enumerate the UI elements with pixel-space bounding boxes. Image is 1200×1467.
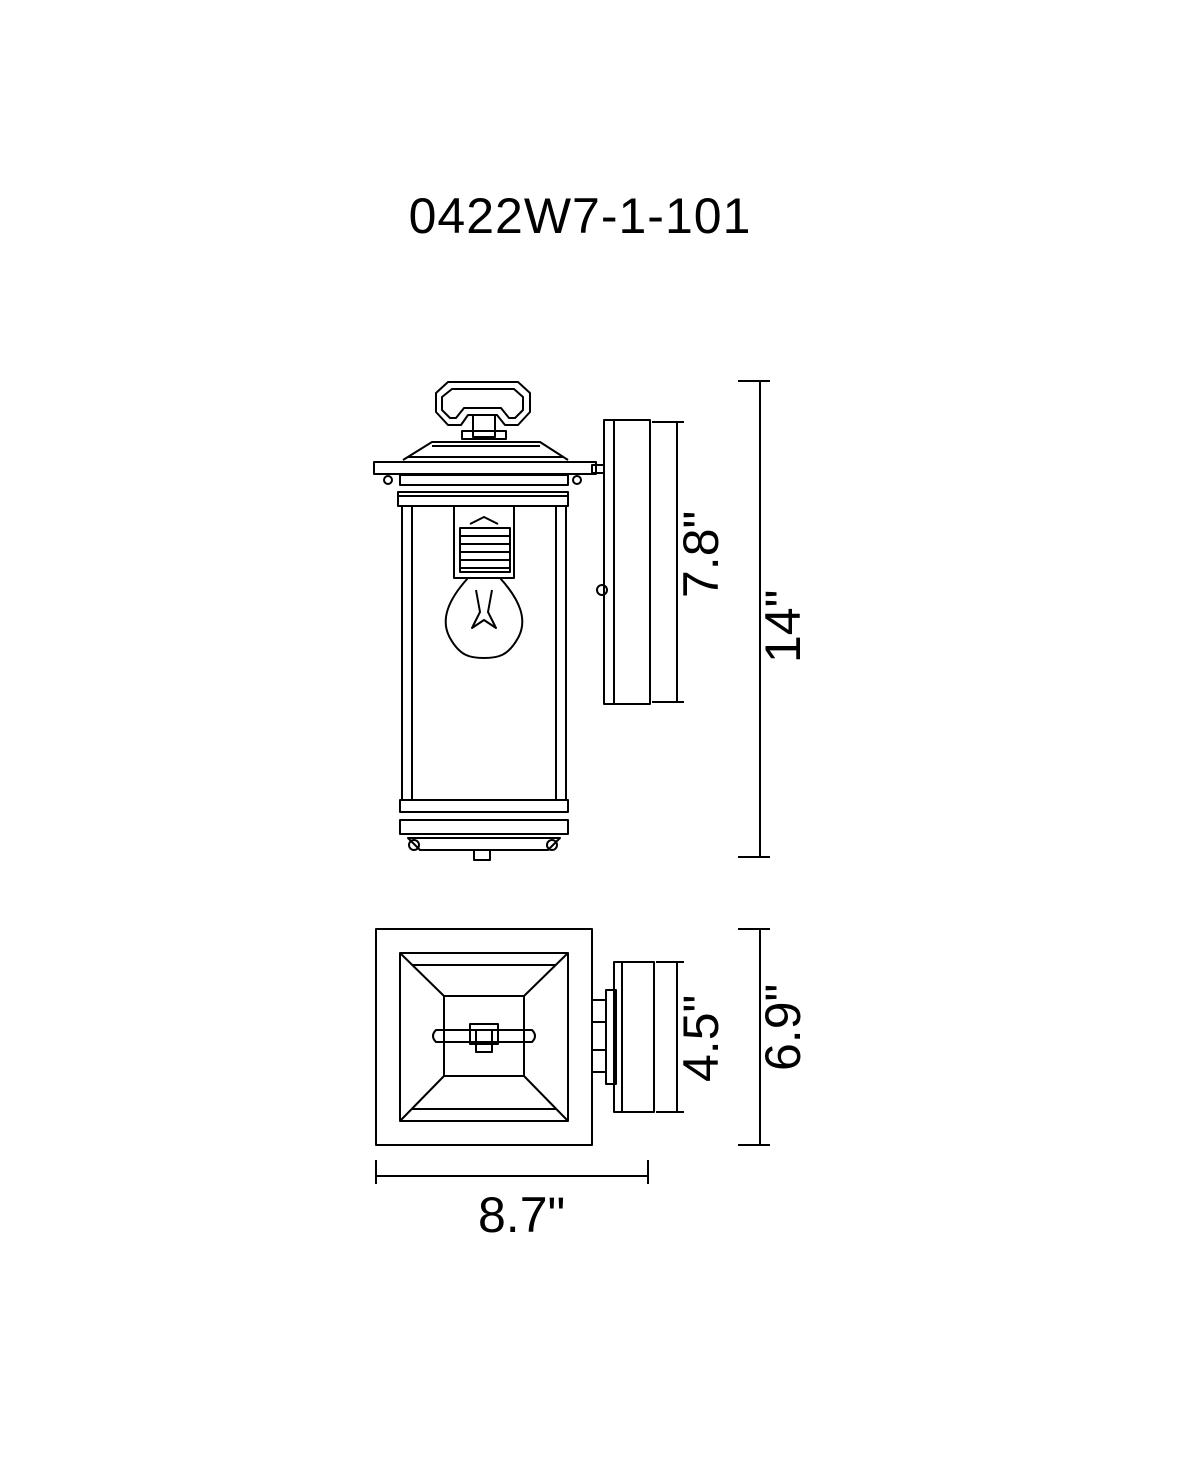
hanging-loop [435, 381, 531, 426]
dim-overall-width [738, 928, 770, 1146]
lantern-top-view [375, 928, 655, 1146]
dim-backplate-height [652, 421, 684, 703]
glass-cage [401, 505, 567, 801]
roof-cap [402, 441, 569, 461]
label-extension: 8.7" [478, 1187, 565, 1243]
model-number-title: 0422W7-1-101 [408, 188, 752, 244]
back-plate [603, 419, 651, 705]
dim-extension [375, 1160, 649, 1184]
socket [453, 506, 515, 579]
label-overall-height: 14" [755, 590, 811, 663]
dim-backplate-width [656, 961, 684, 1113]
lantern-front-view [373, 381, 651, 861]
label-backplate-height: 7.8" [673, 511, 729, 598]
label-backplate-width: 4.5" [673, 995, 729, 1082]
label-overall-width: 6.9" [755, 984, 811, 1071]
light-bulb [444, 577, 524, 659]
dim-overall-height [738, 380, 770, 858]
